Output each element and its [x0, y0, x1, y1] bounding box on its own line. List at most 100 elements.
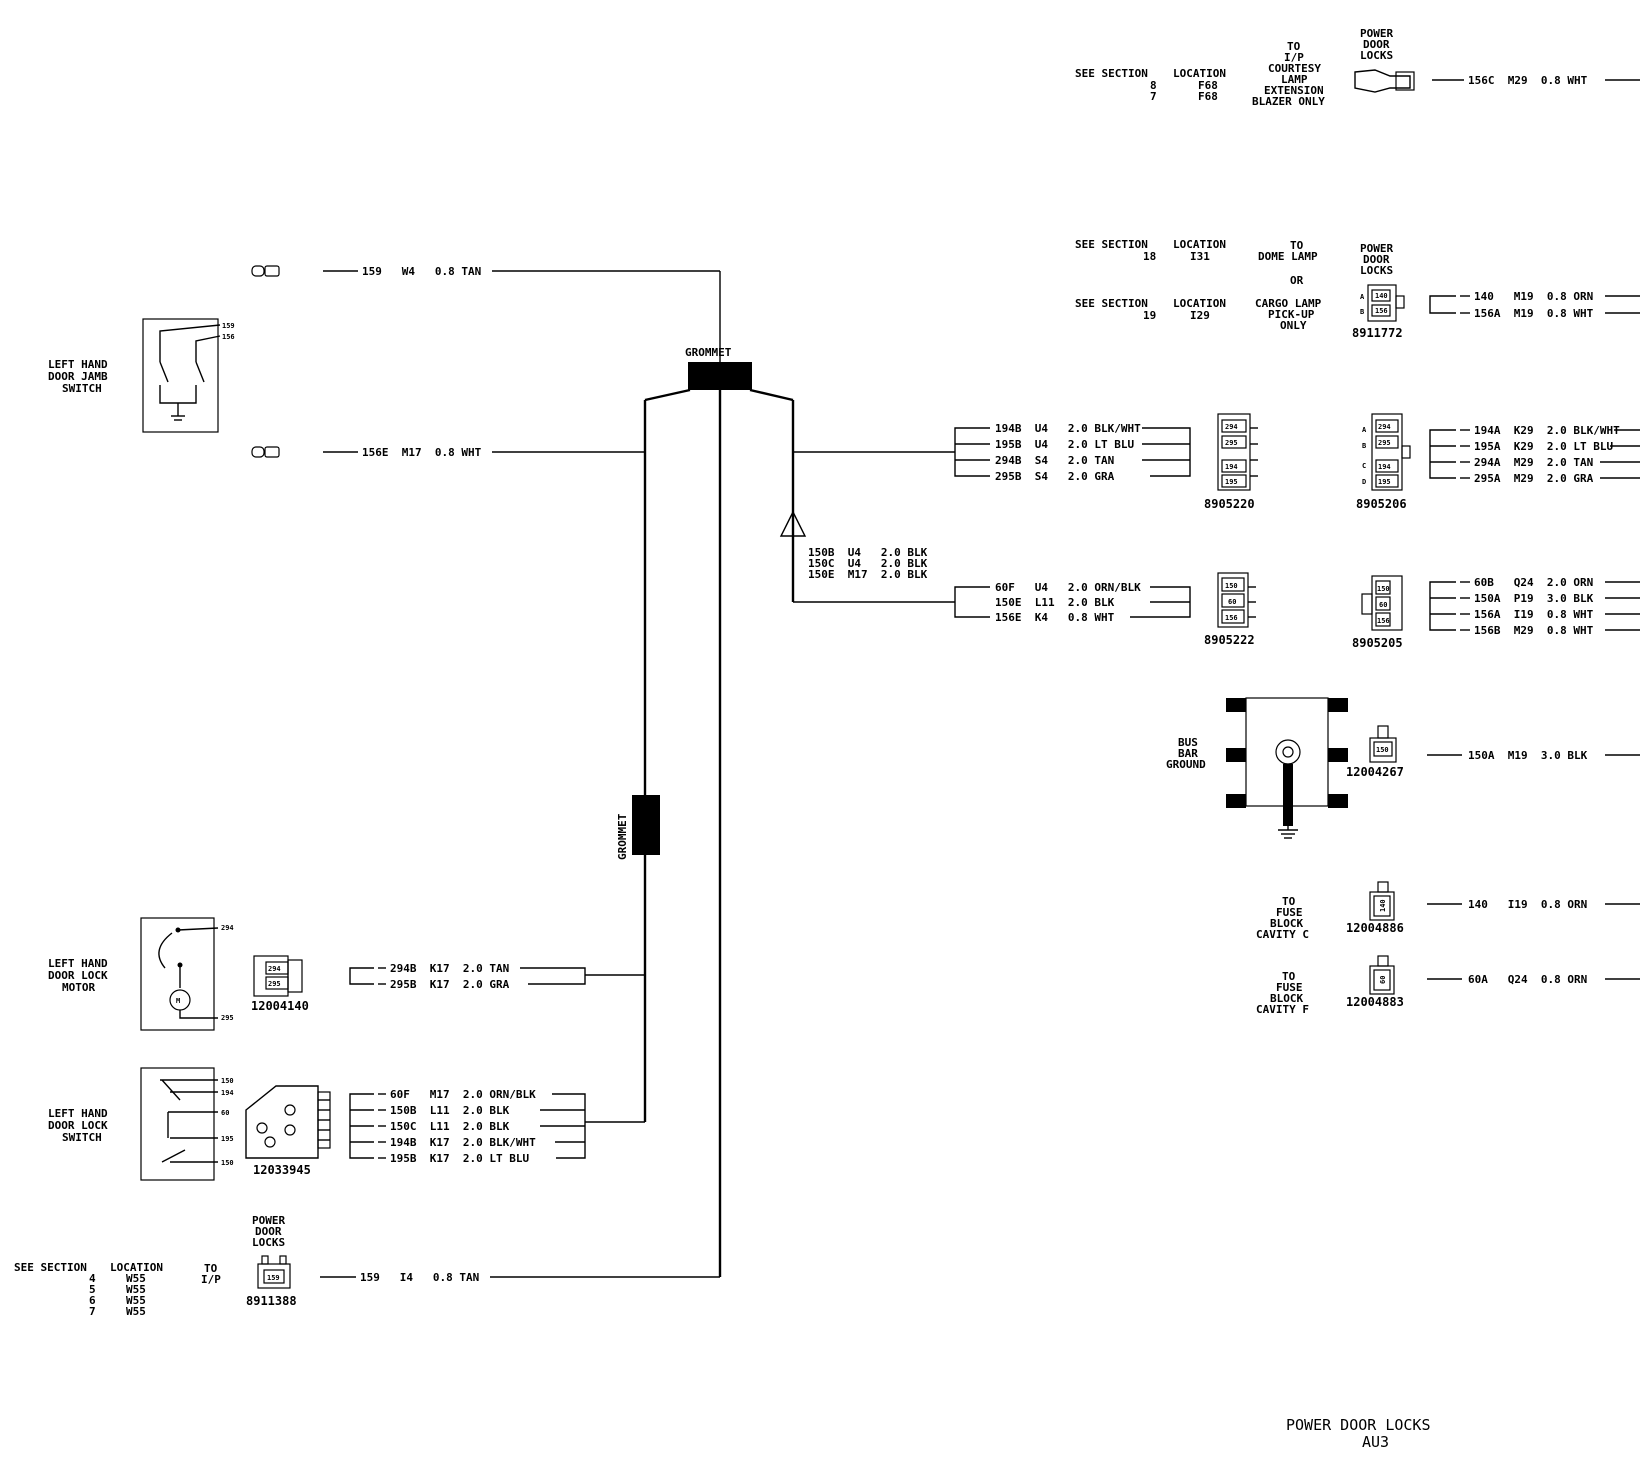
svg-text:M: M	[176, 997, 180, 1005]
grommet-top	[688, 362, 752, 390]
connector-8905220: 294 295 194 195	[1217, 413, 1258, 491]
svg-text:150: 150	[1376, 746, 1389, 754]
wire-fuse-c: 140 I19 0.8 ORN	[1468, 898, 1587, 911]
svg-text:18: 18	[1143, 250, 1156, 263]
svg-text:LOCKS: LOCKS	[252, 1236, 285, 1249]
svg-text:I29: I29	[1190, 309, 1210, 322]
dome-to: TO	[1290, 239, 1304, 252]
pn-12004267: 12004267	[1346, 765, 1404, 779]
wire-switch-5: 195B K17 2.0 LT BLU	[390, 1152, 529, 1165]
bus-bar-label: BUS BAR GROUND	[1166, 736, 1206, 771]
wire-dome-1: 140 M19 0.8 ORN	[1474, 290, 1593, 303]
svg-text:SWITCH: SWITCH	[62, 382, 102, 395]
fuse-c-label: TO FUSE BLOCK CAVITY C	[1256, 895, 1309, 941]
connector-8911388: 159	[257, 1255, 291, 1289]
svg-text:294: 294	[1378, 423, 1391, 431]
svg-text:GROUND: GROUND	[1166, 758, 1206, 771]
pn-8905206: 8905206	[1356, 497, 1407, 511]
wire-splice-2: 150C U4 2.0 BLK	[808, 557, 928, 570]
svg-text:5: 5	[89, 1283, 96, 1296]
svg-text:CAVITY F: CAVITY F	[1256, 1003, 1309, 1016]
wire-8905206-3: 294A M29 2.0 TAN	[1474, 456, 1593, 469]
connector-12004140: 294 295	[253, 955, 303, 997]
svg-text:FUSE: FUSE	[1276, 981, 1303, 994]
wire-8905205-1: 60B Q24 2.0 ORN	[1474, 576, 1593, 589]
svg-text:D: D	[1362, 478, 1366, 486]
svg-text:BLAZER ONLY: BLAZER ONLY	[1252, 95, 1325, 108]
svg-text:150: 150	[1377, 585, 1390, 593]
svg-text:TO: TO	[1287, 40, 1301, 53]
svg-text:SEE SECTION: SEE SECTION	[14, 1261, 87, 1274]
wire-8905222-1: 60F U4 2.0 ORN/BLK	[995, 581, 1141, 594]
svg-text:19: 19	[1143, 309, 1156, 322]
svg-text:7: 7	[1150, 90, 1157, 103]
pn-8911388: 8911388	[246, 1294, 297, 1308]
see-section-top: SEE SECTION LOCATION 8 F68 7 F68	[1075, 67, 1226, 103]
lh-door-lock-switch: LEFT HAND DOOR LOCK SWITCH 150 194 60 19…	[48, 1067, 234, 1181]
pdl-mid-label: POWER DOOR LOCKS	[1360, 242, 1393, 277]
wire-8905220-2: 195B U4 2.0 LT BLU	[995, 438, 1134, 451]
svg-text:POWER: POWER	[1360, 27, 1393, 40]
svg-text:140: 140	[1375, 292, 1388, 300]
wire-fuse-f: 60A Q24 0.8 ORN	[1468, 973, 1587, 986]
svg-text:A: A	[1362, 426, 1367, 434]
pn-8905205: 8905205	[1352, 636, 1403, 650]
svg-text:W55: W55	[126, 1305, 146, 1318]
svg-text:156E M17 0.8 WHT: 156E M17 0.8 WHT	[362, 446, 482, 459]
svg-text:156: 156	[1375, 307, 1388, 315]
connector-8905206: 294 295 194 195 A B C D	[1362, 413, 1411, 491]
svg-text:C: C	[1362, 462, 1366, 470]
pn-12004883: 12004883	[1346, 995, 1404, 1009]
svg-text:295: 295	[1378, 439, 1391, 447]
svg-text:B: B	[1360, 308, 1364, 316]
svg-text:LEFT HAND: LEFT HAND	[48, 358, 108, 371]
svg-text:295: 295	[1225, 439, 1238, 447]
svg-text:I/P: I/P	[1284, 51, 1304, 64]
svg-text:60: 60	[1379, 976, 1387, 984]
page-title: POWER DOOR LOCKS	[1286, 1416, 1431, 1434]
svg-text:EXTENSION: EXTENSION	[1264, 84, 1324, 97]
svg-text:DOOR: DOOR	[255, 1225, 282, 1238]
svg-text:295: 295	[268, 980, 281, 988]
to-ip-2: I/P	[201, 1273, 221, 1286]
cargo-1: CARGO LAMP	[1255, 297, 1322, 310]
svg-text:DOOR JAMB: DOOR JAMB	[48, 370, 108, 383]
wire-8905206-2: 195A K29 2.0 LT BLU	[1474, 440, 1613, 453]
wire-8905220-1: 194B U4 2.0 BLK/WHT	[995, 422, 1141, 435]
pdl-bottom-label: POWER DOOR LOCKS	[252, 1214, 285, 1249]
lh-door-jamb-switch: LEFT HAND DOOR JAMB SWITCH 159 156	[48, 265, 280, 458]
svg-text:SEE SECTION: SEE SECTION	[1075, 297, 1148, 310]
pn-12004886: 12004886	[1346, 921, 1404, 935]
svg-text:7: 7	[89, 1305, 96, 1318]
svg-text:195: 195	[1378, 478, 1391, 486]
svg-text:DOOR LOCK: DOOR LOCK	[48, 1119, 108, 1132]
wire-switch-1: 60F M17 2.0 ORN/BLK	[390, 1088, 536, 1101]
main-harness	[320, 270, 955, 1278]
pn-12033945: 12033945	[253, 1163, 311, 1177]
svg-text:195: 195	[1225, 478, 1238, 486]
svg-text:6: 6	[89, 1294, 96, 1307]
svg-text:W55: W55	[126, 1283, 146, 1296]
svg-text:LOCATION: LOCATION	[1173, 67, 1226, 80]
svg-text:COURTESY: COURTESY	[1268, 62, 1321, 75]
svg-text:BAR: BAR	[1178, 747, 1198, 760]
wire-switch-2: 150B L11 2.0 BLK	[390, 1104, 510, 1117]
wire-8905206-1: 194A K29 2.0 BLK/WHT	[1474, 424, 1620, 437]
svg-text:DOOR: DOOR	[1363, 253, 1390, 266]
connector-12004267: 150	[1369, 725, 1397, 763]
svg-text:8: 8	[1150, 79, 1157, 92]
fuse-f-label: TO FUSE BLOCK CAVITY F	[1256, 970, 1309, 1016]
see-section-bottom: SEE SECTION LOCATION 4 W55 5 W55 6 W55 7…	[14, 1261, 163, 1318]
svg-text:LAMP: LAMP	[1281, 73, 1308, 86]
svg-text:294: 294	[268, 965, 281, 973]
svg-text:LEFT HAND: LEFT HAND	[48, 957, 108, 970]
svg-text:POWER: POWER	[1360, 242, 1393, 255]
wire-pdl-bottom: 159 I4 0.8 TAN	[360, 1271, 479, 1284]
connector-12004886: 140	[1369, 881, 1395, 921]
to-ip-1: TO	[204, 1262, 218, 1275]
svg-text:BUS: BUS	[1178, 736, 1198, 749]
connector-8905222: 150 60 156	[1217, 572, 1256, 628]
svg-text:SEE SECTION: SEE SECTION	[1075, 238, 1148, 251]
svg-text:POWER: POWER	[252, 1214, 285, 1227]
